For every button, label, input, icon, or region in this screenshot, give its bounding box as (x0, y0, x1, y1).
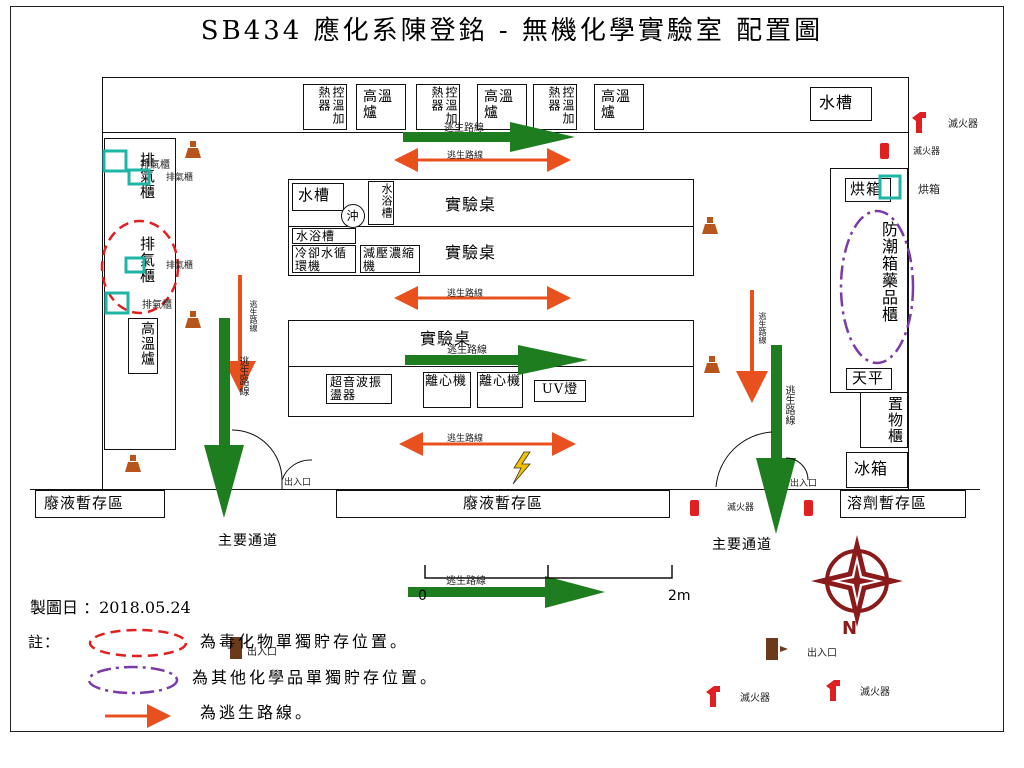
exhaust-label-1: 排氣櫃 (140, 160, 170, 171)
escape-label-v2: 逃生路線 (237, 356, 248, 396)
water-bath-b: 水浴槽 (292, 228, 356, 244)
extinguisher-label-1: 滅火器 (948, 119, 978, 130)
fridge: 冰箱 (846, 452, 908, 488)
scale-start: 0 (418, 588, 427, 604)
rotavap: 減壓濃縮機 (360, 245, 420, 273)
drawing-date: 製圖日 ：2018.05.24 (30, 598, 191, 617)
furnace-2: 高溫爐 (477, 84, 527, 130)
extinguisher-icons (690, 112, 926, 707)
extinguisher-label-3: 滅火器 (727, 503, 755, 513)
bench-label-3: 實驗桌 (420, 329, 472, 348)
electrical-hazard-icon (512, 451, 531, 485)
escape-label-4: 逃生路線 (447, 345, 487, 356)
oven-box: 烘箱 (845, 178, 891, 202)
exhaust-icons (102, 149, 902, 315)
exit-label-1: 出入口 (284, 478, 312, 488)
extinguisher-label-5: 滅火器 (860, 687, 890, 698)
exit-label-3: 出入口 (807, 648, 837, 659)
scale-bar (424, 565, 673, 579)
chiller: 冷卻水循環機 (292, 245, 356, 273)
main-corridor-left: 主要通道 (218, 533, 278, 549)
balance: 天平 (846, 368, 892, 390)
ultrasonic-cleaner: 超音波振盪器 (326, 374, 392, 404)
furnace-3: 高溫爐 (594, 84, 644, 130)
legend-arrow-text: 為逃生路線。 (200, 703, 315, 722)
bench-divider-2 (288, 366, 694, 367)
corridor-arrow-right (756, 345, 796, 534)
escape-label-1: 逃生路線 (444, 123, 484, 134)
escape-label-6: 逃生路線 (446, 576, 486, 587)
bench-label-1: 實驗桌 (445, 195, 497, 214)
exhaust-label-3: 排氣櫃 (166, 261, 194, 271)
sink-bench: 水槽 (292, 183, 344, 211)
corridor-arrow-left (204, 318, 244, 518)
centrifuge-a: 離心機 (423, 372, 471, 408)
corridor-arrow-top (403, 122, 575, 152)
exit-label-4: 出入口 (247, 647, 277, 658)
escape-label-5: 逃生路線 (447, 434, 484, 444)
corridor-arrow-scale (408, 576, 605, 608)
escape-label-v1: 逃生路線 (249, 300, 258, 332)
toxic-storage-circle (100, 219, 180, 315)
escape-label-v4: 逃生路線 (783, 385, 794, 425)
corridor-arrow-mid (405, 345, 588, 375)
diagram-frame (10, 6, 1004, 732)
furnace-1: 高溫爐 (356, 84, 406, 130)
escape-label-2: 逃生路線 (447, 151, 484, 161)
chemical-storage-circle (839, 209, 915, 365)
legend-note-prefix: 註： (28, 633, 61, 651)
main-corridor-right: 主要通道 (712, 537, 772, 553)
exit-door-icons (230, 637, 788, 660)
dry-cabinet: 防潮箱藥品櫃 (879, 221, 898, 323)
oven-label: 烘箱 (918, 183, 940, 196)
waste-area-mid: 廢液暫存區 (336, 490, 670, 518)
escape-label-3: 逃生路線 (447, 289, 484, 299)
door-arc-right (715, 431, 809, 488)
water-bath-a: 水浴槽 (368, 181, 394, 225)
furnace-controller-2: 控溫加熱器 (416, 84, 460, 130)
flush-icon: 沖 (341, 204, 365, 228)
exhaust-cabinet-1: 排氣櫃 (138, 152, 156, 200)
bench-divider (288, 226, 694, 227)
centrifuge-b: 離心機 (477, 372, 523, 408)
extinguisher-label-4: 滅火器 (740, 693, 770, 704)
scale-end: 2m (668, 588, 691, 604)
furnace-left: 高溫爐 (128, 318, 158, 374)
solvent-area: 溶劑暫存區 (840, 490, 966, 518)
exhaust-label-2: 排氣櫃 (166, 173, 194, 183)
furnace-controller-1: 控溫加熱器 (303, 84, 347, 130)
legend-purple-text: 為其他化學品單獨貯存位置。 (192, 668, 440, 687)
furnace-controller-3: 控溫加熱器 (533, 84, 577, 130)
storage-cabinet: 置物櫃 (860, 392, 908, 448)
bottom-wall-line (30, 489, 980, 490)
lab-coat-icons (125, 141, 720, 472)
legend-red-text: 為毒化物單獨貯存位置。 (200, 632, 410, 651)
exit-label-2: 出入口 (790, 479, 818, 489)
page-title: SB434 應化系陳登銘 - 無機化學實驗室 配置圖 (200, 16, 824, 46)
legend-purple-circle (87, 665, 179, 695)
escape-label-v3: 逃生路線 (758, 312, 767, 344)
exhaust-label-4: 排氣櫃 (142, 300, 172, 311)
door-arc-left (231, 429, 313, 489)
bench-label-2: 實驗桌 (445, 243, 497, 262)
legend-red-circle (88, 628, 188, 658)
uv-lamp: UV燈 (534, 380, 586, 402)
sink-top: 水槽 (810, 87, 872, 121)
extinguisher-label-2: 滅火器 (913, 147, 941, 157)
waste-area-left: 廢液暫存區 (35, 490, 165, 518)
compass-north-label: N (842, 618, 858, 639)
compass-rose (811, 535, 903, 627)
